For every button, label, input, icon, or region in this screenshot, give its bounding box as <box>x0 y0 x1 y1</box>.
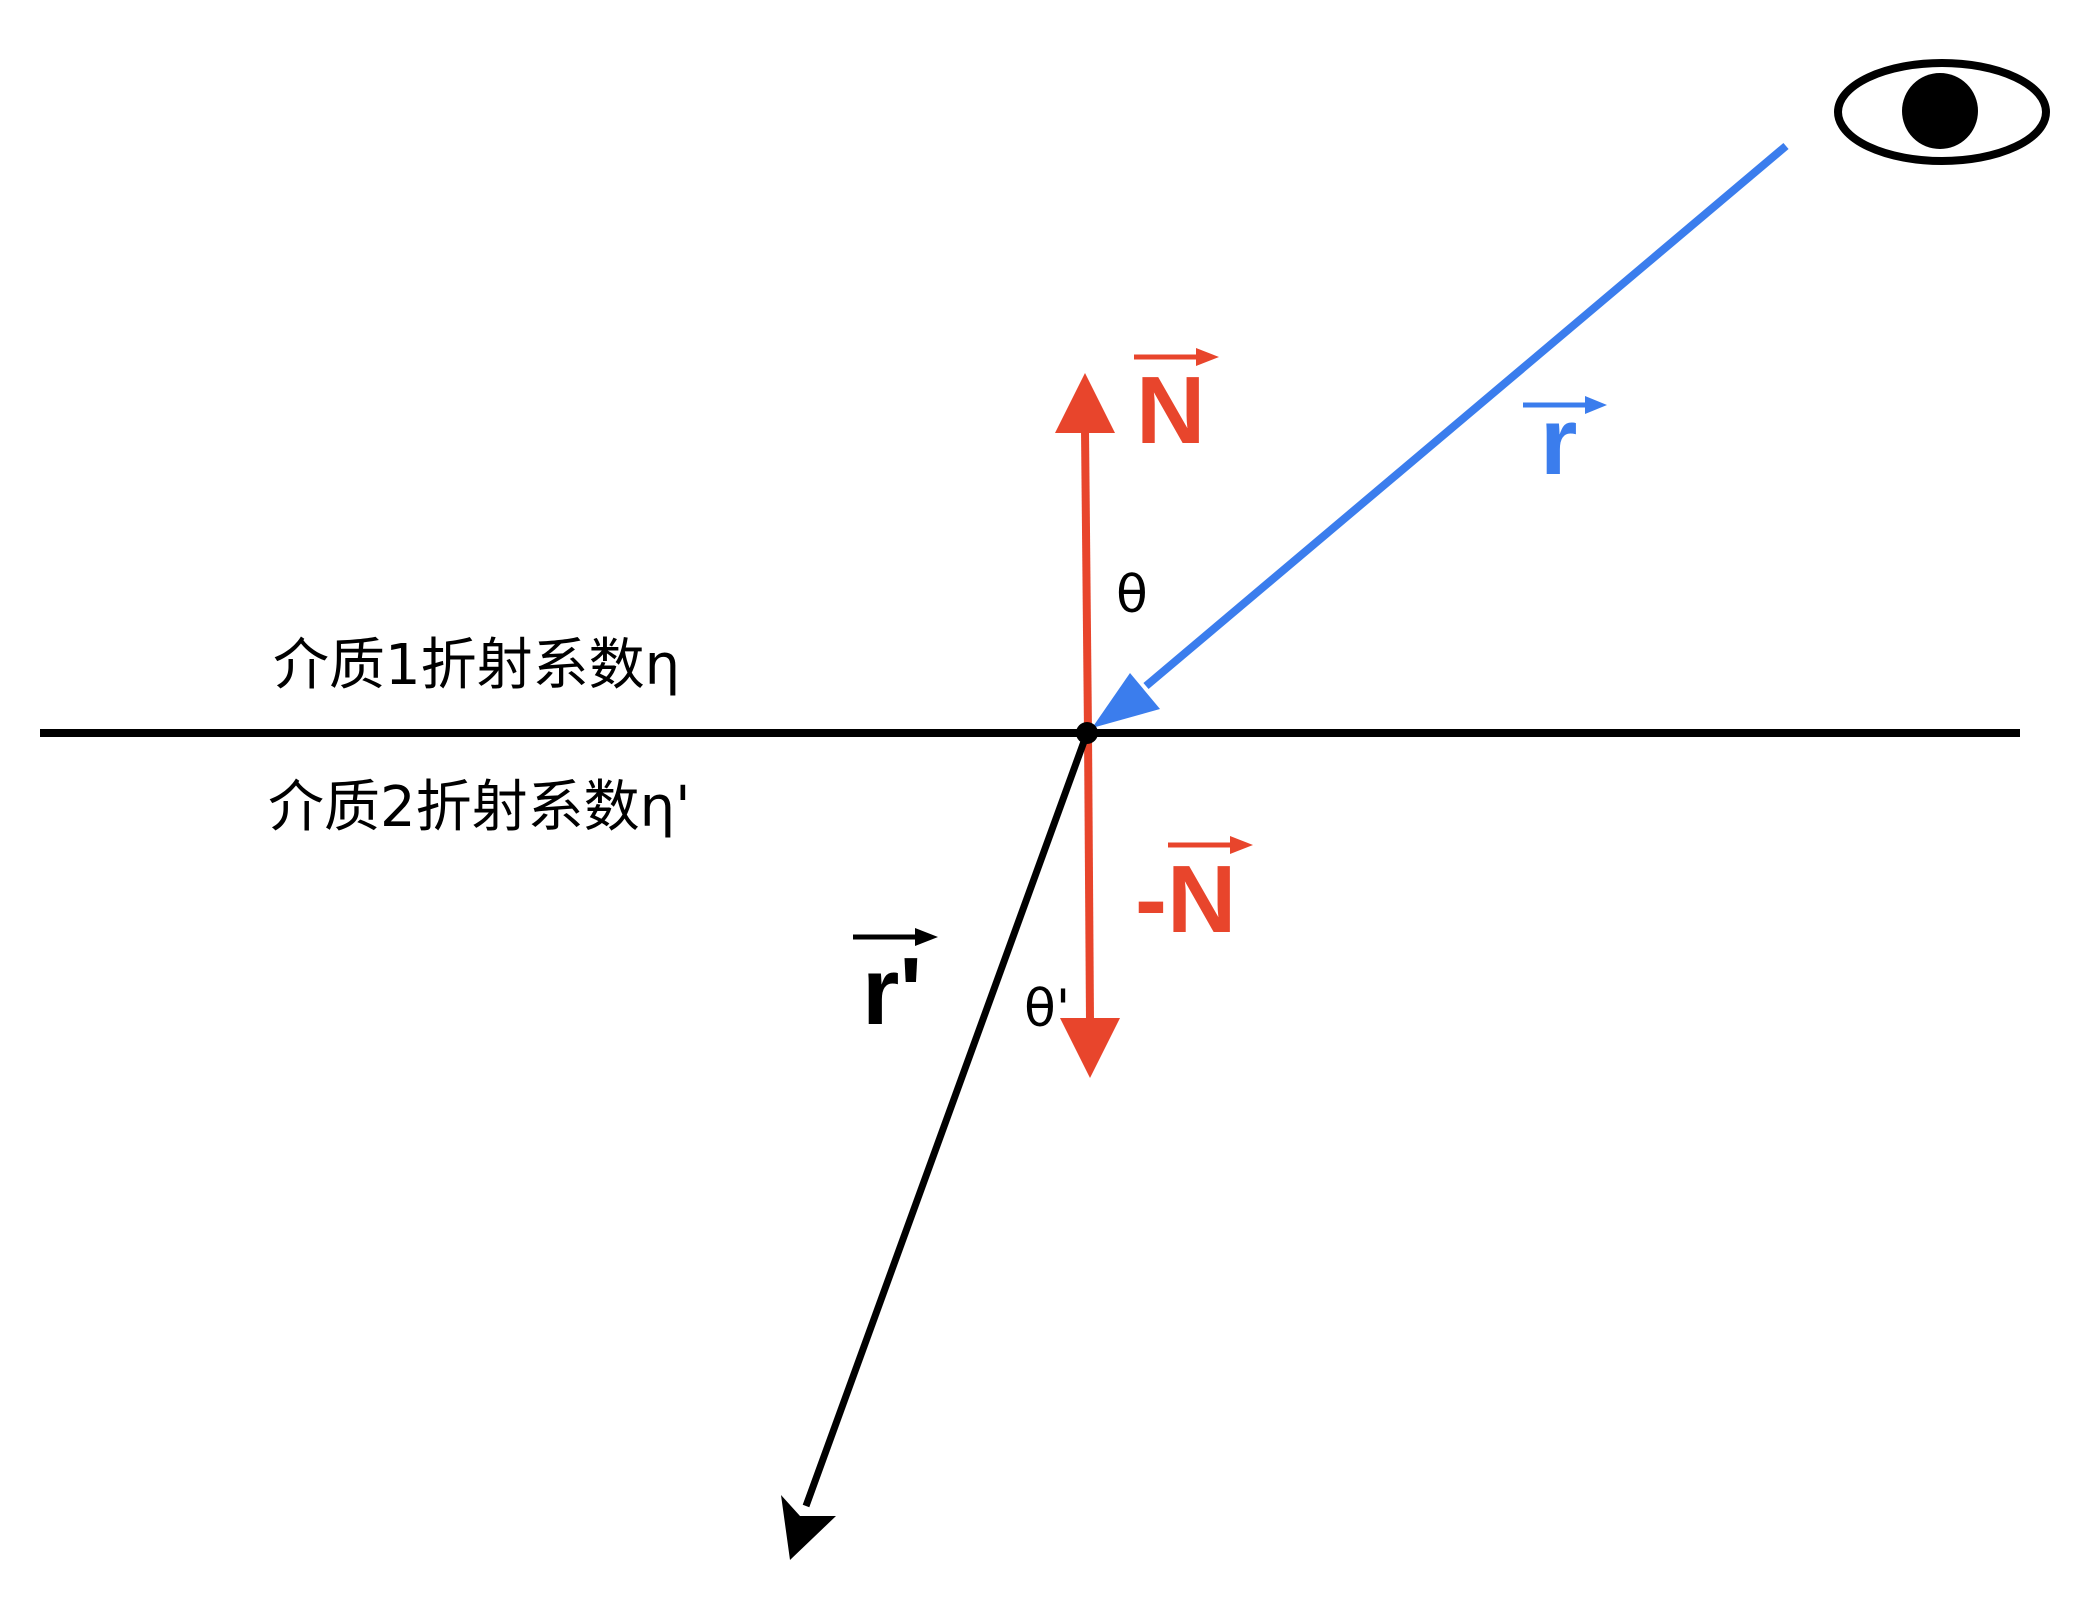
incident-label: r <box>1540 388 1577 495</box>
negative-normal-vector <box>1060 732 1120 1078</box>
refracted-ray <box>781 734 1090 1560</box>
normal-label: N <box>1136 357 1205 464</box>
incident-ray <box>1092 142 1789 728</box>
refracted-label: r' <box>862 938 922 1045</box>
normal-label-group: N <box>1134 348 1219 464</box>
negative-normal-label-group: -N <box>1135 836 1253 953</box>
incident-label-group: r <box>1523 388 1607 495</box>
refracted-label-group: r' <box>853 928 938 1045</box>
incidence-point <box>1076 722 1098 744</box>
incident-angle-label: θ <box>1116 565 1148 625</box>
lower-medium-label: 介质2折射系数η' <box>268 775 691 840</box>
eye-icon <box>1834 59 2050 165</box>
upper-medium-label: 介质1折射系数η <box>273 633 680 698</box>
normal-vector <box>1055 373 1115 734</box>
refracted-angle-label: θ' <box>1024 979 1070 1039</box>
negative-normal-label: -N <box>1135 846 1236 953</box>
